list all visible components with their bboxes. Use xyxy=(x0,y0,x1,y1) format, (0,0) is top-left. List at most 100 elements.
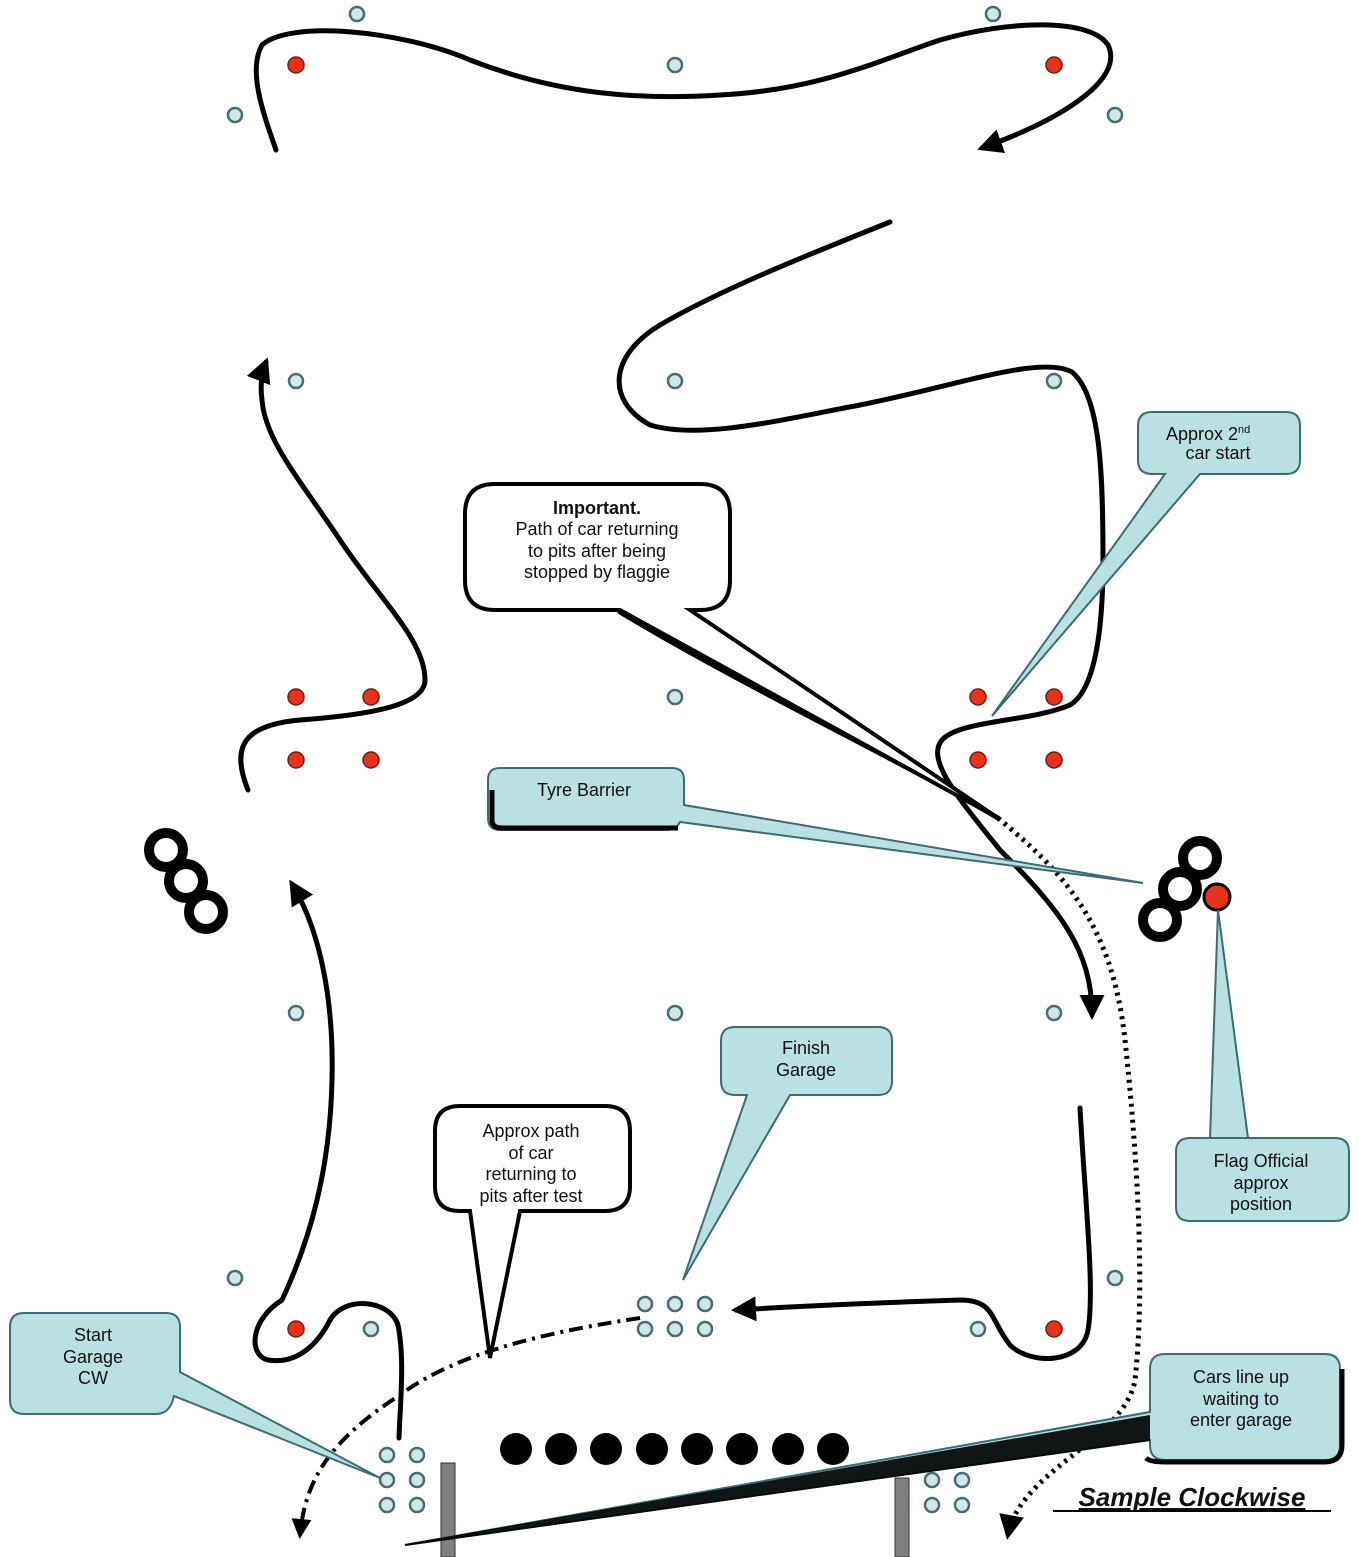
callout-cars-line2: waiting to xyxy=(1202,1389,1279,1409)
car-icon xyxy=(545,1433,577,1465)
tyre-icon xyxy=(184,890,228,934)
track-left-upper xyxy=(238,357,428,793)
tyre-icon xyxy=(164,859,208,903)
car-icon xyxy=(636,1433,668,1465)
cone-blue xyxy=(666,56,684,74)
tyre-icon xyxy=(1178,836,1222,880)
cone-blue xyxy=(666,1004,684,1022)
track-left-lower xyxy=(279,879,335,1303)
cone-red xyxy=(969,751,987,769)
cones xyxy=(226,5,1124,1514)
cone-blue xyxy=(953,1496,971,1514)
callout-approx-path: Approx path of car returning to pits aft… xyxy=(433,1104,632,1359)
car-icon xyxy=(772,1433,804,1465)
cone-blue xyxy=(953,1471,971,1489)
callout-flag-official: Flag Official approx position xyxy=(1175,909,1350,1222)
cone-blue xyxy=(636,1295,654,1313)
cone-red xyxy=(969,688,987,706)
cone-blue xyxy=(666,1295,684,1313)
cone-red xyxy=(1045,1320,1063,1338)
cone-red xyxy=(287,688,305,706)
cone-blue xyxy=(408,1496,426,1514)
diagram-title: Sample Clockwise xyxy=(1079,1482,1306,1512)
cone-blue xyxy=(666,1320,684,1338)
car-icon xyxy=(817,1433,849,1465)
callout-important-line1: Path of car returning xyxy=(515,519,678,539)
cone-blue xyxy=(969,1320,987,1338)
cone-blue xyxy=(408,1446,426,1464)
cone-blue xyxy=(636,1320,654,1338)
callout-important-title: Important. xyxy=(553,498,641,518)
flag-official-icon xyxy=(1202,882,1232,912)
dash-dot-return-path xyxy=(291,1316,641,1539)
callout-cars-line-up: Cars line up waiting to enter garage xyxy=(404,1353,1345,1546)
cone-red xyxy=(1045,751,1063,769)
cone-blue xyxy=(984,5,1002,23)
cone-blue xyxy=(226,106,244,124)
cone-blue xyxy=(923,1496,941,1514)
tyre-barrier-right xyxy=(1138,836,1232,942)
callout-finish-line2: Garage xyxy=(776,1060,836,1080)
cone-red xyxy=(287,56,305,74)
cone-red xyxy=(1045,688,1063,706)
callout-approx-path-line4: pits after test xyxy=(479,1186,582,1206)
callout-start-garage: Start Garage CW xyxy=(9,1312,381,1479)
callout-second-car: Approx 2nd car start xyxy=(991,411,1301,717)
cone-blue xyxy=(287,372,305,390)
cone-blue xyxy=(696,1320,714,1338)
cone-red xyxy=(362,751,380,769)
cone-red xyxy=(1045,56,1063,74)
cone-blue xyxy=(1045,1004,1063,1022)
track-bottom-right-return xyxy=(731,1105,1093,1361)
cone-blue xyxy=(923,1471,941,1489)
callout-flag-line2: approx xyxy=(1233,1173,1288,1193)
callout-start-line1: Start xyxy=(74,1325,112,1345)
cone-red xyxy=(287,1320,305,1338)
cone-blue xyxy=(666,372,684,390)
callout-important-line3: stopped by flaggie xyxy=(524,562,670,582)
tyre-barrier-left xyxy=(144,828,228,934)
car-icon xyxy=(681,1433,713,1465)
callout-start-line2: Garage xyxy=(63,1347,123,1367)
callout-start-line3: CW xyxy=(78,1368,108,1388)
callout-important: Important. Path of car returning to pits… xyxy=(463,482,1000,820)
cone-blue xyxy=(226,1269,244,1287)
queued-cars xyxy=(500,1433,849,1465)
cone-red xyxy=(362,688,380,706)
callout-approx-path-line1: Approx path xyxy=(482,1121,579,1141)
track-top-loop xyxy=(253,22,1114,154)
callout-second-car-line2: car start xyxy=(1185,443,1250,463)
cone-blue xyxy=(378,1446,396,1464)
callout-flag-line1: Flag Official xyxy=(1214,1151,1309,1171)
cone-blue xyxy=(696,1295,714,1313)
cone-blue xyxy=(362,1320,380,1338)
cone-blue xyxy=(287,1004,305,1022)
callout-approx-path-line2: of car xyxy=(508,1143,553,1163)
callout-finish-line1: Finish xyxy=(782,1038,830,1058)
gate-post-right xyxy=(894,1477,910,1557)
callout-flag-line3: position xyxy=(1230,1194,1292,1214)
cone-blue xyxy=(378,1496,396,1514)
track-bottom-left-loop xyxy=(252,1297,405,1441)
tyre-icon xyxy=(1138,898,1182,942)
cone-blue xyxy=(1045,372,1063,390)
cone-blue xyxy=(378,1471,396,1489)
callout-second-car-line1: Approx 2nd xyxy=(1166,424,1250,444)
track-paths xyxy=(238,22,1143,1540)
dotted-return-path xyxy=(996,816,1143,1540)
gate-post-left xyxy=(440,1462,456,1557)
callout-cars-line1: Cars line up xyxy=(1193,1367,1289,1387)
cone-red xyxy=(287,751,305,769)
callout-tyre-barrier-label: Tyre Barrier xyxy=(537,780,631,800)
callout-approx-path-line3: returning to xyxy=(485,1164,576,1184)
callout-finish-garage: Finish Garage xyxy=(682,1026,893,1281)
cone-blue xyxy=(666,688,684,706)
car-icon xyxy=(500,1433,532,1465)
car-icon xyxy=(726,1433,758,1465)
cone-blue xyxy=(348,5,366,23)
callout-cars-line3: enter garage xyxy=(1190,1410,1292,1430)
cone-blue xyxy=(1106,106,1124,124)
callout-important-line2: to pits after being xyxy=(528,541,666,561)
car-icon xyxy=(590,1433,622,1465)
